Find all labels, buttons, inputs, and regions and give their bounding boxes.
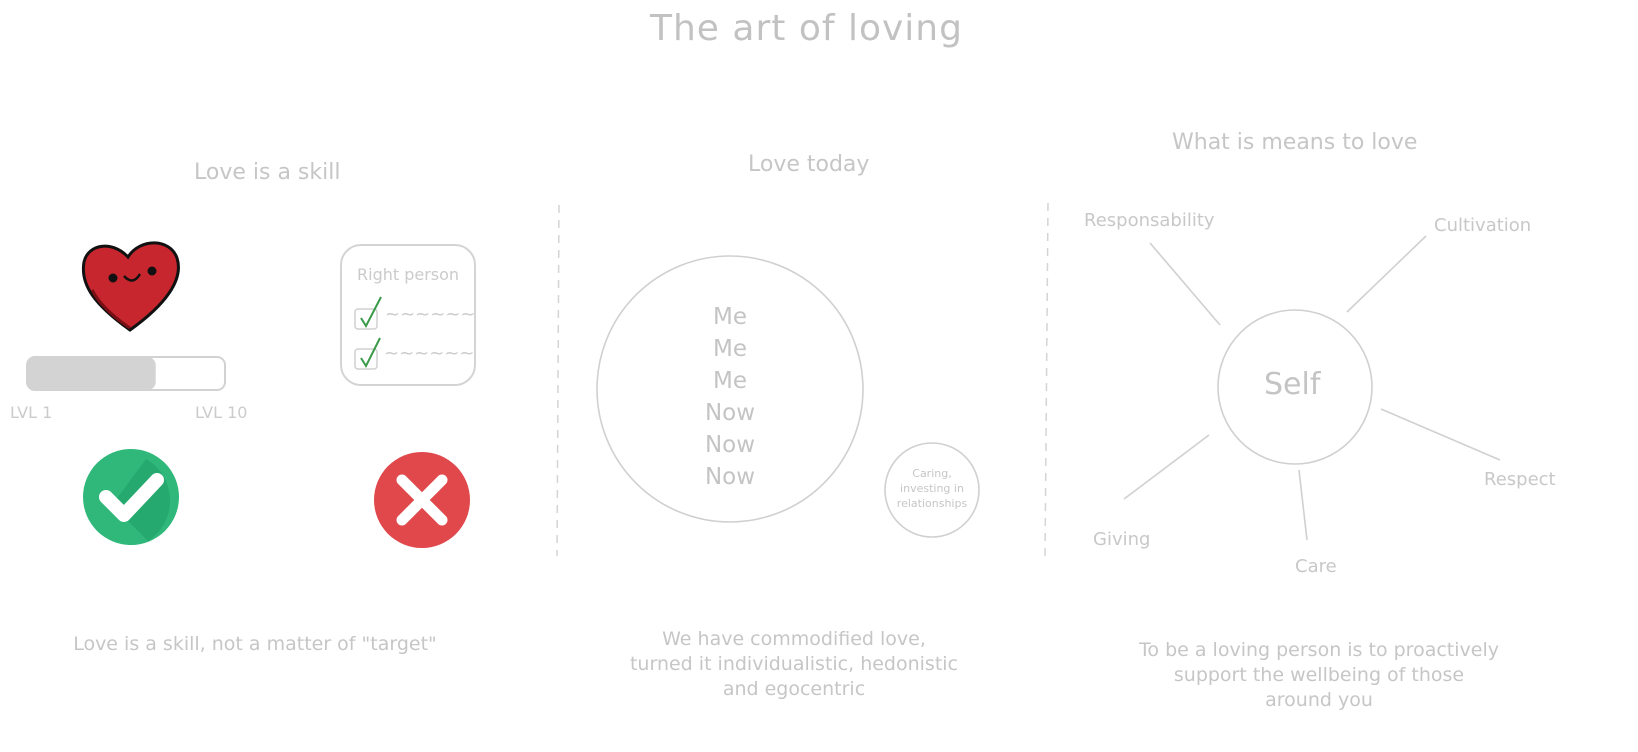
caring-text: Caring, investing in relationships xyxy=(896,467,968,510)
section-heading-skill: Love is a skill xyxy=(194,160,341,185)
me-now-list: Me Me Me Now Now Now xyxy=(680,301,780,493)
caption-meaning: To be a loving person is to proactively … xyxy=(1139,639,1499,711)
level-max-label: LVL 10 xyxy=(195,403,248,422)
ray-label-cultivation: Cultivation xyxy=(1434,215,1532,236)
level-progress-bar xyxy=(26,356,226,391)
self-circle xyxy=(1217,309,1373,465)
section-heading-today: Love today xyxy=(748,152,870,177)
card-item-2: ~~~~~~ xyxy=(384,343,475,364)
level-min-label: LVL 1 xyxy=(10,403,53,422)
self-label: Self xyxy=(1264,367,1321,402)
section-heading-meaning: What is means to love xyxy=(1172,130,1418,155)
heart-icon xyxy=(81,241,180,332)
ray-label-respect: Respect xyxy=(1484,469,1556,490)
card-title: Right person xyxy=(357,265,460,284)
page-title: The art of loving xyxy=(650,8,963,49)
close-icon xyxy=(374,452,470,548)
circle-word: Me xyxy=(713,304,747,330)
caption-skill: Love is a skill, not a matter of "target… xyxy=(73,633,437,655)
ray-label-responsability: Responsability xyxy=(1084,210,1215,231)
circle-word: Now xyxy=(704,400,756,426)
ray-label-care: Care xyxy=(1295,556,1337,577)
self-rays xyxy=(1123,235,1501,541)
ray-label-giving: Giving xyxy=(1093,529,1151,550)
divider-right xyxy=(1044,202,1049,561)
divider-left xyxy=(556,204,560,557)
card-item-1: ~~~~~~ xyxy=(385,304,476,325)
me-now-circle xyxy=(596,255,864,523)
caption-today: We have commodified love, turned it indi… xyxy=(629,628,959,700)
check-icon xyxy=(83,449,179,545)
circle-word: Me xyxy=(713,368,747,394)
right-person-card xyxy=(340,244,476,386)
circle-word: Now xyxy=(704,464,756,490)
circle-word: Now xyxy=(704,432,756,458)
circle-word: Me xyxy=(713,336,747,362)
caring-circle xyxy=(884,442,980,538)
